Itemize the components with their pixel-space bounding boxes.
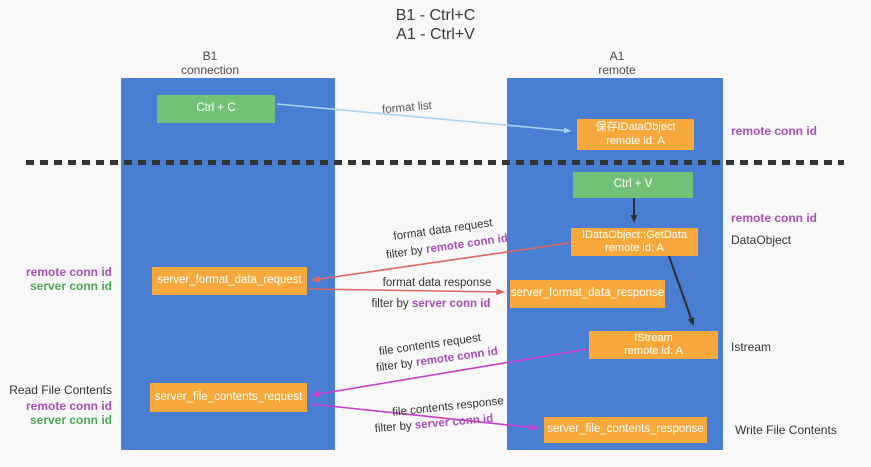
label-read-file-contents: Read File Contents bbox=[9, 383, 112, 397]
server-conn-id-highlight: server conn id bbox=[411, 298, 491, 310]
node-server-file-contents-response-label: server_file_contents_response bbox=[547, 423, 704, 436]
node-server-format-data-response: server_format_data_response bbox=[510, 280, 665, 308]
label-dataobject: DataObject bbox=[731, 233, 792, 247]
label-server-conn-id-top-left: server conn id bbox=[29, 279, 112, 293]
lifeline-header-b1: B1 connection bbox=[181, 49, 239, 77]
filter-by-text: filter by bbox=[375, 356, 417, 375]
node-istream-line1: IStream bbox=[634, 331, 673, 344]
label-write-file-contents: Write File Contents bbox=[735, 423, 837, 437]
label-istream: Istream bbox=[731, 340, 772, 354]
node-save-idataobject-line2: remote id: A bbox=[606, 134, 665, 147]
lifeline-a1-role: remote bbox=[598, 63, 636, 77]
node-ctrl-c: Ctrl + C bbox=[157, 95, 275, 123]
arrow-format-data-response bbox=[308, 288, 506, 296]
title-line-2: A1 - Ctrl+V bbox=[396, 26, 475, 43]
node-idataobject-getdata: IDataObject::GetData remote id: A bbox=[571, 228, 698, 256]
diagram-title: B1 - Ctrl+C A1 - Ctrl+V bbox=[0, 6, 871, 44]
node-idataobject-getdata-line2: remote id: A bbox=[605, 242, 664, 254]
server-conn-id-highlight: server conn id bbox=[414, 412, 494, 432]
node-server-format-data-response-label: server_format_data_response bbox=[510, 287, 665, 300]
phase-separator-dashed-line bbox=[26, 160, 844, 165]
node-server-file-contents-response: server_file_contents_response bbox=[544, 417, 707, 443]
label-remote-conn-id-top-right: remote conn id bbox=[731, 124, 818, 138]
lifeline-a1-name: A1 bbox=[609, 49, 625, 63]
label-remote-conn-id-bottom-left: remote conn id bbox=[25, 399, 112, 413]
edge-label-format-list: format list bbox=[381, 99, 433, 117]
lifeline-header-a1: A1 remote bbox=[598, 49, 635, 77]
node-save-idataobject-line1: 保存IDataObject bbox=[595, 121, 676, 133]
filter-by-text: filter by bbox=[371, 298, 412, 310]
label-server-conn-id-bottom-left: server conn id bbox=[29, 413, 112, 427]
node-server-file-contents-request: server_file_contents_request bbox=[150, 383, 307, 412]
node-ctrl-c-label: Ctrl + C bbox=[196, 102, 236, 115]
edge-label-format-data-response-filter: filter by server conn id bbox=[372, 298, 491, 310]
node-server-format-data-request-label: server_format_data_request bbox=[157, 274, 302, 287]
node-server-format-data-request: server_format_data_request bbox=[152, 267, 307, 295]
node-istream: IStream remote id: A bbox=[589, 331, 718, 359]
edge-label-format-data-response: format data response bbox=[382, 277, 492, 289]
node-istream-line2: remote id: A bbox=[624, 345, 683, 357]
label-remote-conn-id-mid-right: remote conn id bbox=[731, 211, 818, 225]
title-line-1: B1 - Ctrl+C bbox=[395, 7, 476, 24]
lifeline-b1-role: connection bbox=[180, 63, 240, 77]
lifeline-b1-name: B1 bbox=[202, 49, 218, 63]
node-ctrl-v: Ctrl + V bbox=[573, 172, 693, 198]
filter-by-text: filter by bbox=[385, 243, 427, 262]
node-server-file-contents-request-label: server_file_contents_request bbox=[154, 390, 303, 403]
node-idataobject-getdata-line1: IDataObject::GetData bbox=[581, 228, 688, 241]
filter-by-text: filter by bbox=[374, 419, 416, 436]
node-ctrl-v-label: Ctrl + V bbox=[613, 178, 653, 191]
node-save-idataobject: 保存IDataObject remote id: A bbox=[577, 119, 694, 150]
label-remote-conn-id-top-left: remote conn id bbox=[25, 265, 112, 279]
